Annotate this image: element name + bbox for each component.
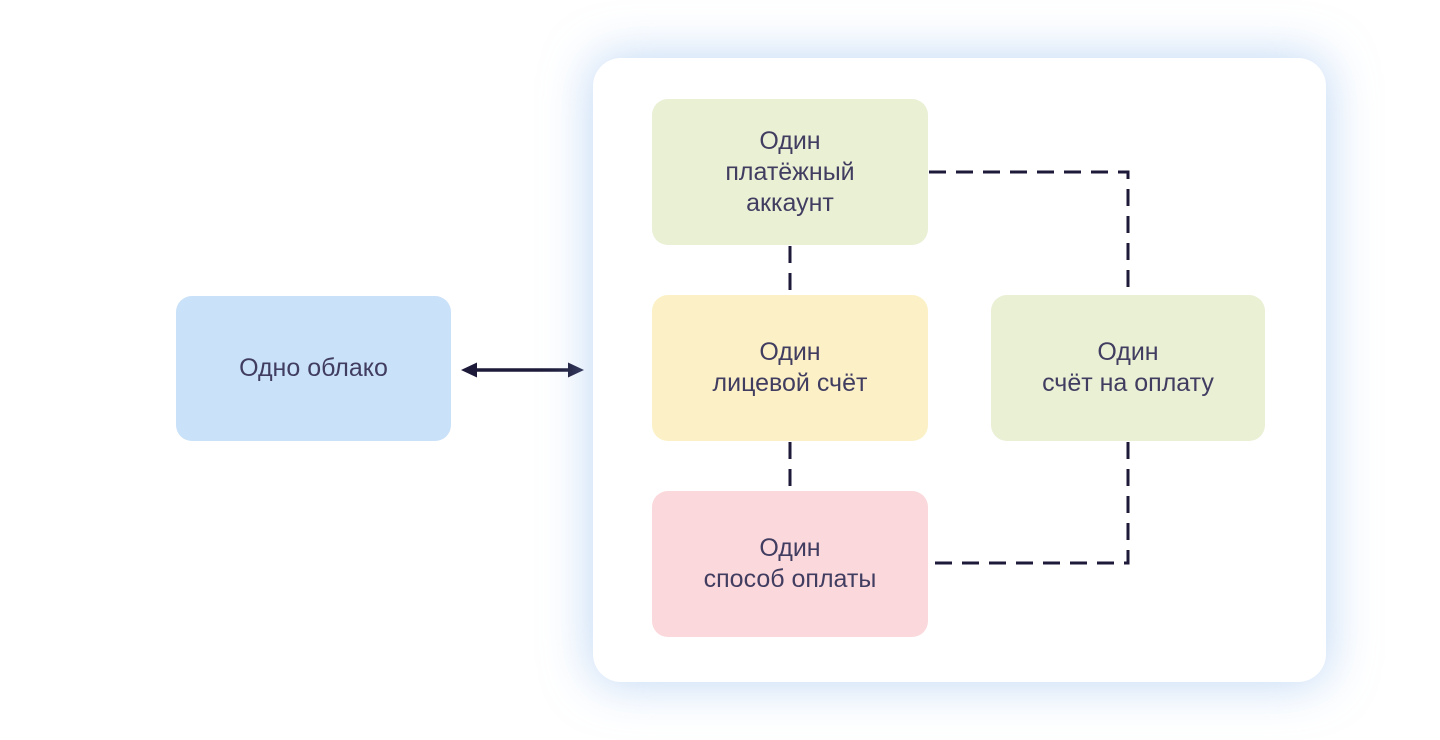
personal-account-node: Один лицевой счёт [652,295,928,441]
double-arrow-right-head-icon [568,362,584,378]
billing-panel: Один платёжный аккаунт Один лицевой счёт… [593,58,1326,682]
cloud-node-label: Одно облако [239,354,388,382]
double-arrow [461,362,584,378]
payment-account-node-label: Один платёжный аккаунт [725,126,855,217]
connector-invoice-to-payment-method [929,442,1130,565]
cloud-node: Одно облако [176,296,451,441]
connector-payment-account-to-invoice [929,170,1130,294]
double-arrow-left-head-icon [461,362,477,378]
payment-method-node-label: Один способ оплаты [703,534,877,593]
payment-account-node: Один платёжный аккаунт [652,99,928,245]
personal-account-node-label: Один лицевой счёт [712,338,868,397]
invoice-node: Один счёт на оплату [991,295,1265,441]
payment-method-node: Один способ оплаты [652,491,928,637]
invoice-node-label: Один счёт на оплату [1042,338,1214,397]
